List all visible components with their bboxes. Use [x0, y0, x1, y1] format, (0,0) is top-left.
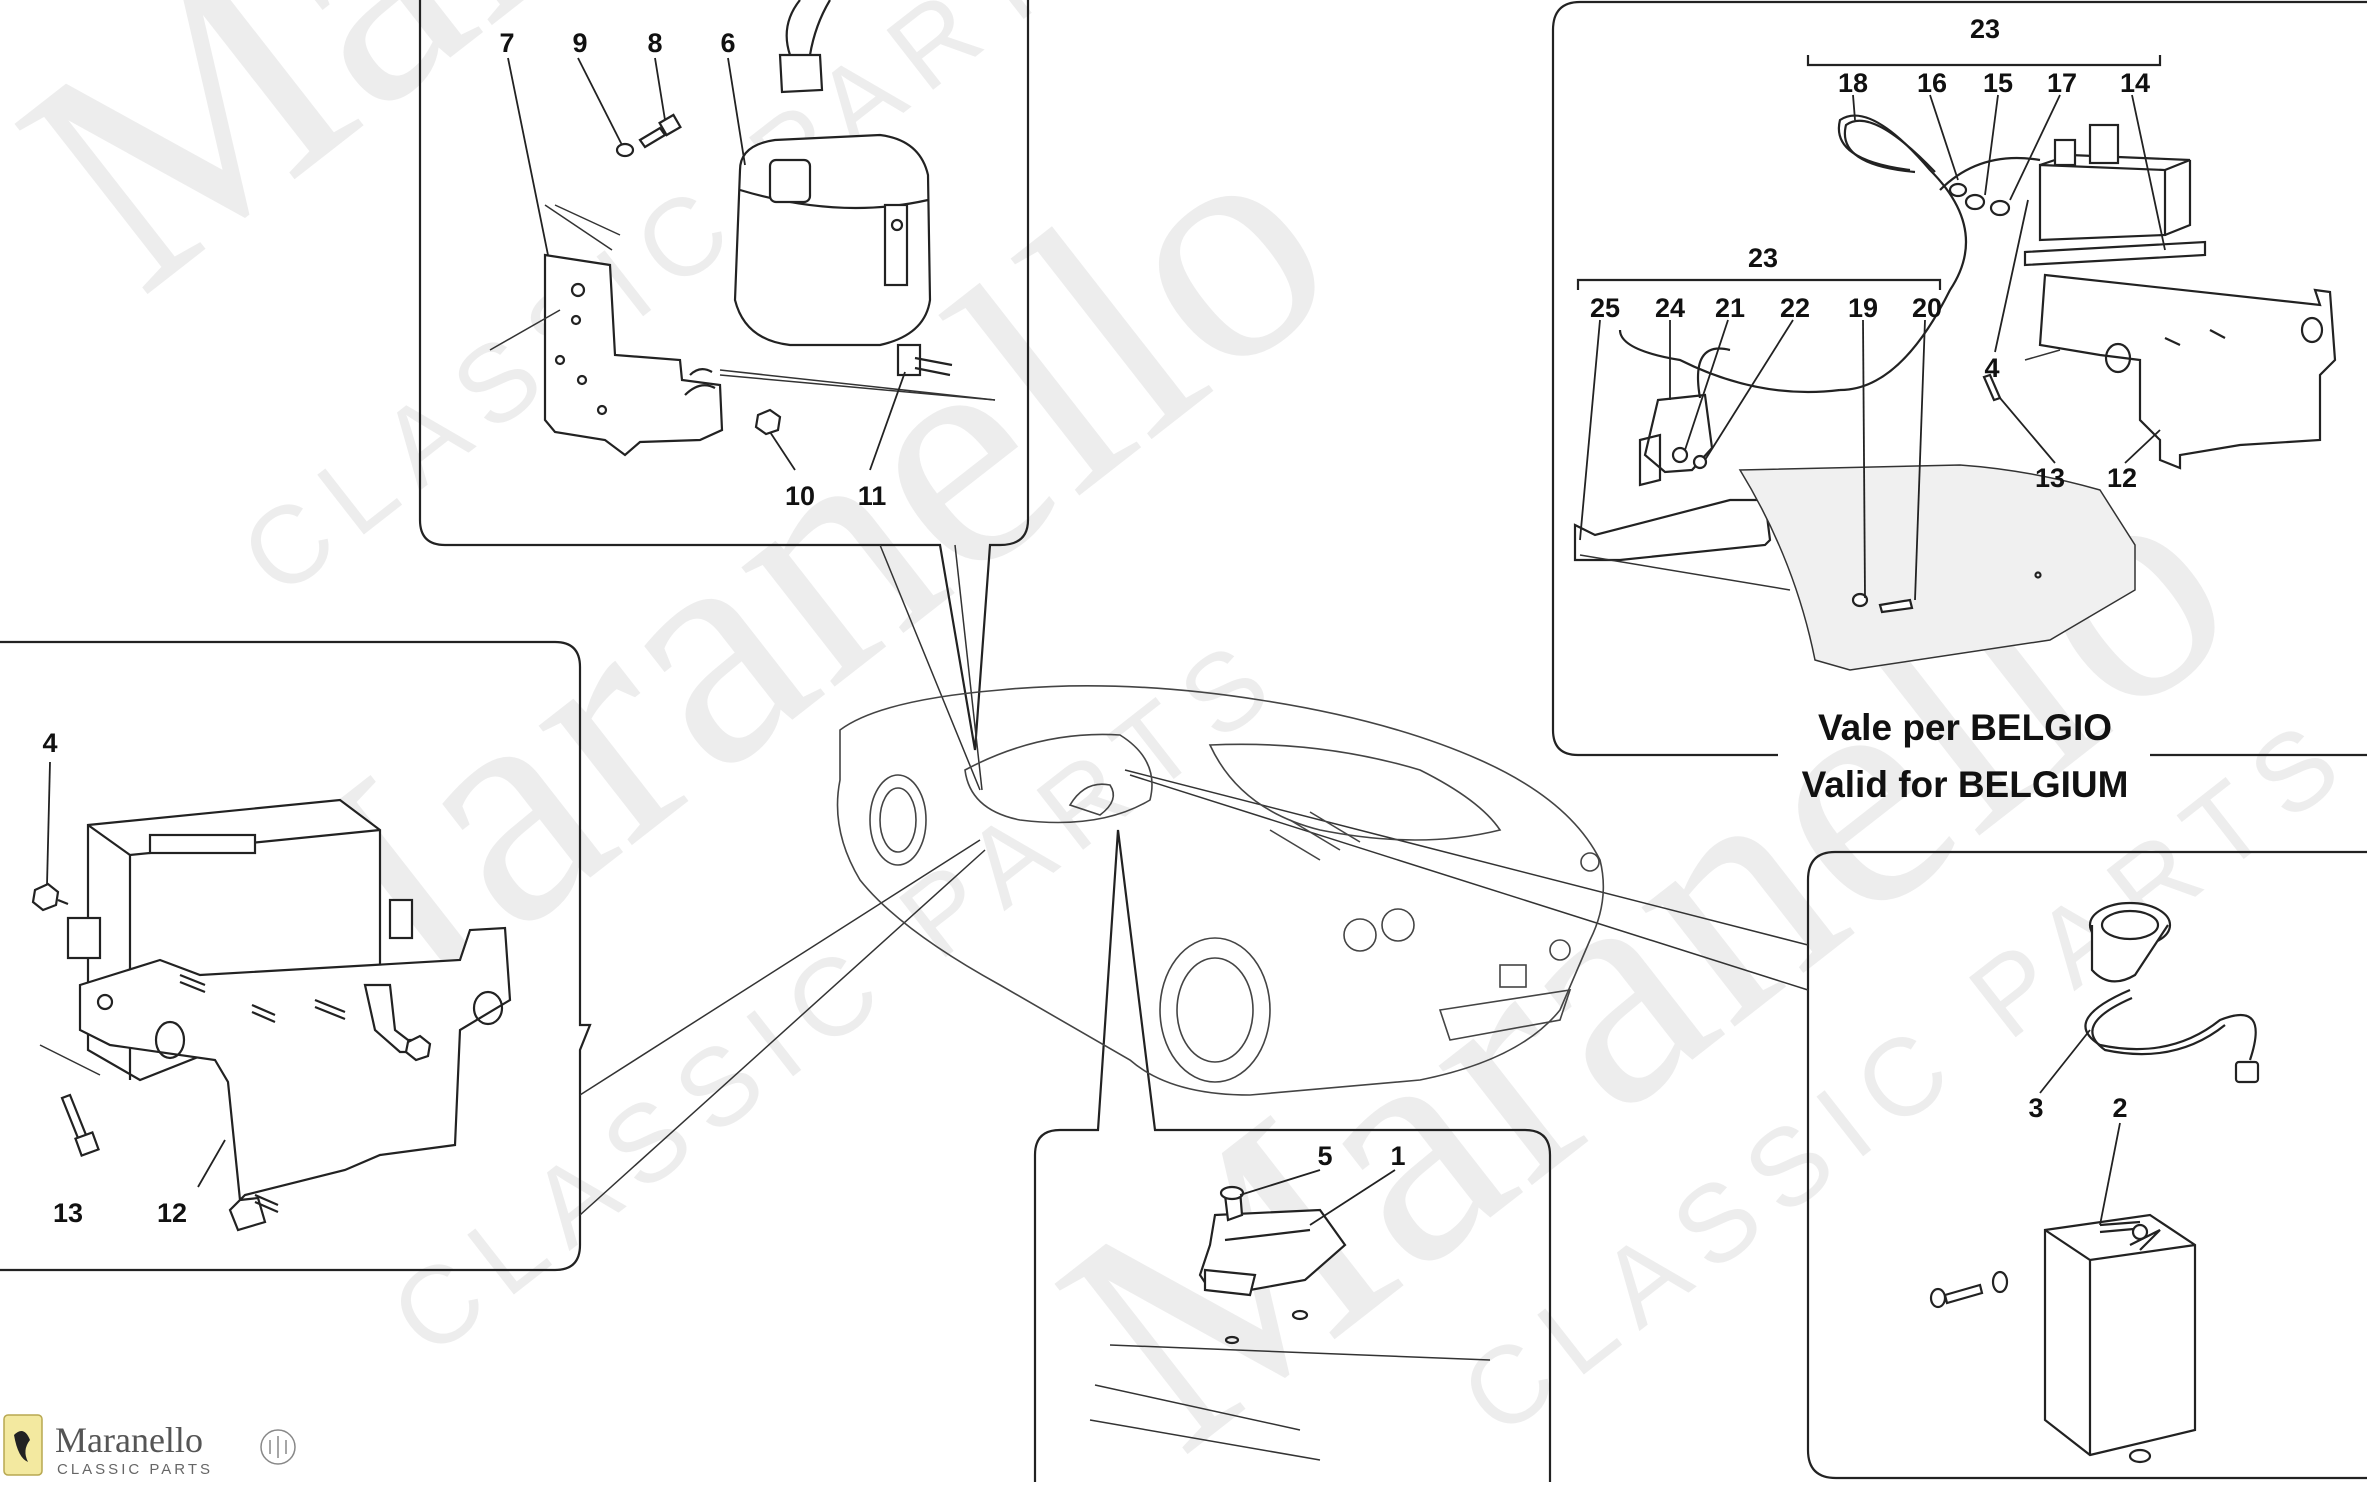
left-panel-frame: [0, 640, 592, 1272]
brand-logo: Maranello CLASSIC PARTS: [3, 1414, 296, 1478]
callout-23-left: 23: [1748, 243, 1778, 273]
caption-italian: Vale per BELGIO: [1818, 707, 2112, 748]
callout-13-belgium: 13: [2035, 463, 2065, 493]
leader-left-a: [579, 839, 981, 1096]
callout-19: 19: [1848, 293, 1878, 323]
callout-12-belgium: 12: [2107, 463, 2137, 493]
group-23-bracket-left: [1576, 278, 1942, 290]
leader-right-b: [1129, 774, 1809, 991]
right-panel-parts: [1929, 901, 2260, 1464]
belgium-panel-parts: [1573, 55, 2337, 671]
top-panel-parts: [489, 0, 996, 457]
belgium-caption: Vale per BELGIO Valid for BELGIUM: [1802, 707, 2129, 805]
trident-icon: [260, 1429, 296, 1465]
top-panel-frame: [418, 0, 1030, 751]
callout-22: 22: [1780, 293, 1810, 323]
bracket-12: [78, 926, 512, 1232]
leader-right-a: [1124, 769, 1809, 946]
carpet-area: [1738, 464, 2136, 671]
callout-1: 1: [1390, 1141, 1405, 1171]
left-panel-parts: [31, 798, 512, 1232]
callout-16: 16: [1917, 68, 1947, 98]
callout-24: 24: [1655, 293, 1685, 323]
group-23-bracket-top: [1806, 55, 2162, 67]
callout-11: 11: [858, 481, 887, 511]
callout-25: 25: [1590, 293, 1620, 323]
callout-7: 7: [499, 28, 514, 58]
callout-12-left: 12: [157, 1198, 187, 1228]
leader-top-a: [879, 544, 981, 791]
belgium-panel-frame-top: [1551, 0, 2367, 757]
logo-brand-text: Maranello: [55, 1420, 203, 1460]
module-2: [2043, 1213, 2197, 1457]
bracket-25: [1573, 498, 1772, 562]
callout-3: 3: [2028, 1093, 2043, 1123]
callout-14: 14: [2120, 68, 2150, 98]
belgium-bracket-12: [2038, 273, 2337, 470]
caption-english: Valid for BELGIUM: [1802, 764, 2129, 805]
callout-2: 2: [2112, 1093, 2127, 1123]
bottom-panel-frame: [1033, 829, 1552, 1482]
callout-6: 6: [720, 28, 735, 58]
leader-top-b: [954, 544, 983, 791]
callout-4-left: 4: [42, 728, 57, 758]
callout-23-top: 23: [1970, 14, 2000, 44]
logo-sub-text: CLASSIC PARTS: [57, 1461, 213, 1478]
callout-21: 21: [1715, 293, 1745, 323]
callouts: 7 9 8 6 10 11 4 13 12 23 18 16 15 17 14 …: [42, 14, 2150, 1228]
horse-icon: [14, 1431, 30, 1462]
callout-5: 5: [1317, 1141, 1332, 1171]
callout-18: 18: [1838, 68, 1868, 98]
callout-4-belgium: 4: [1984, 353, 1999, 383]
callout-15: 15: [1983, 68, 2013, 98]
car-drawing: [836, 684, 1605, 1096]
callout-10: 10: [785, 481, 815, 511]
leader-left-b: [579, 849, 986, 1216]
callout-17: 17: [2047, 68, 2077, 98]
callout-20: 20: [1912, 293, 1942, 323]
callout-9: 9: [572, 28, 587, 58]
leader-lines: [579, 544, 1809, 1216]
callout-13-left: 13: [53, 1198, 83, 1228]
bottom-panel-parts: [1089, 1185, 1491, 1461]
right-panel-frame: [1806, 850, 2367, 1480]
callout-8: 8: [647, 28, 662, 58]
callout-leaders: [46, 57, 2166, 1226]
bracket-7: [543, 253, 724, 457]
